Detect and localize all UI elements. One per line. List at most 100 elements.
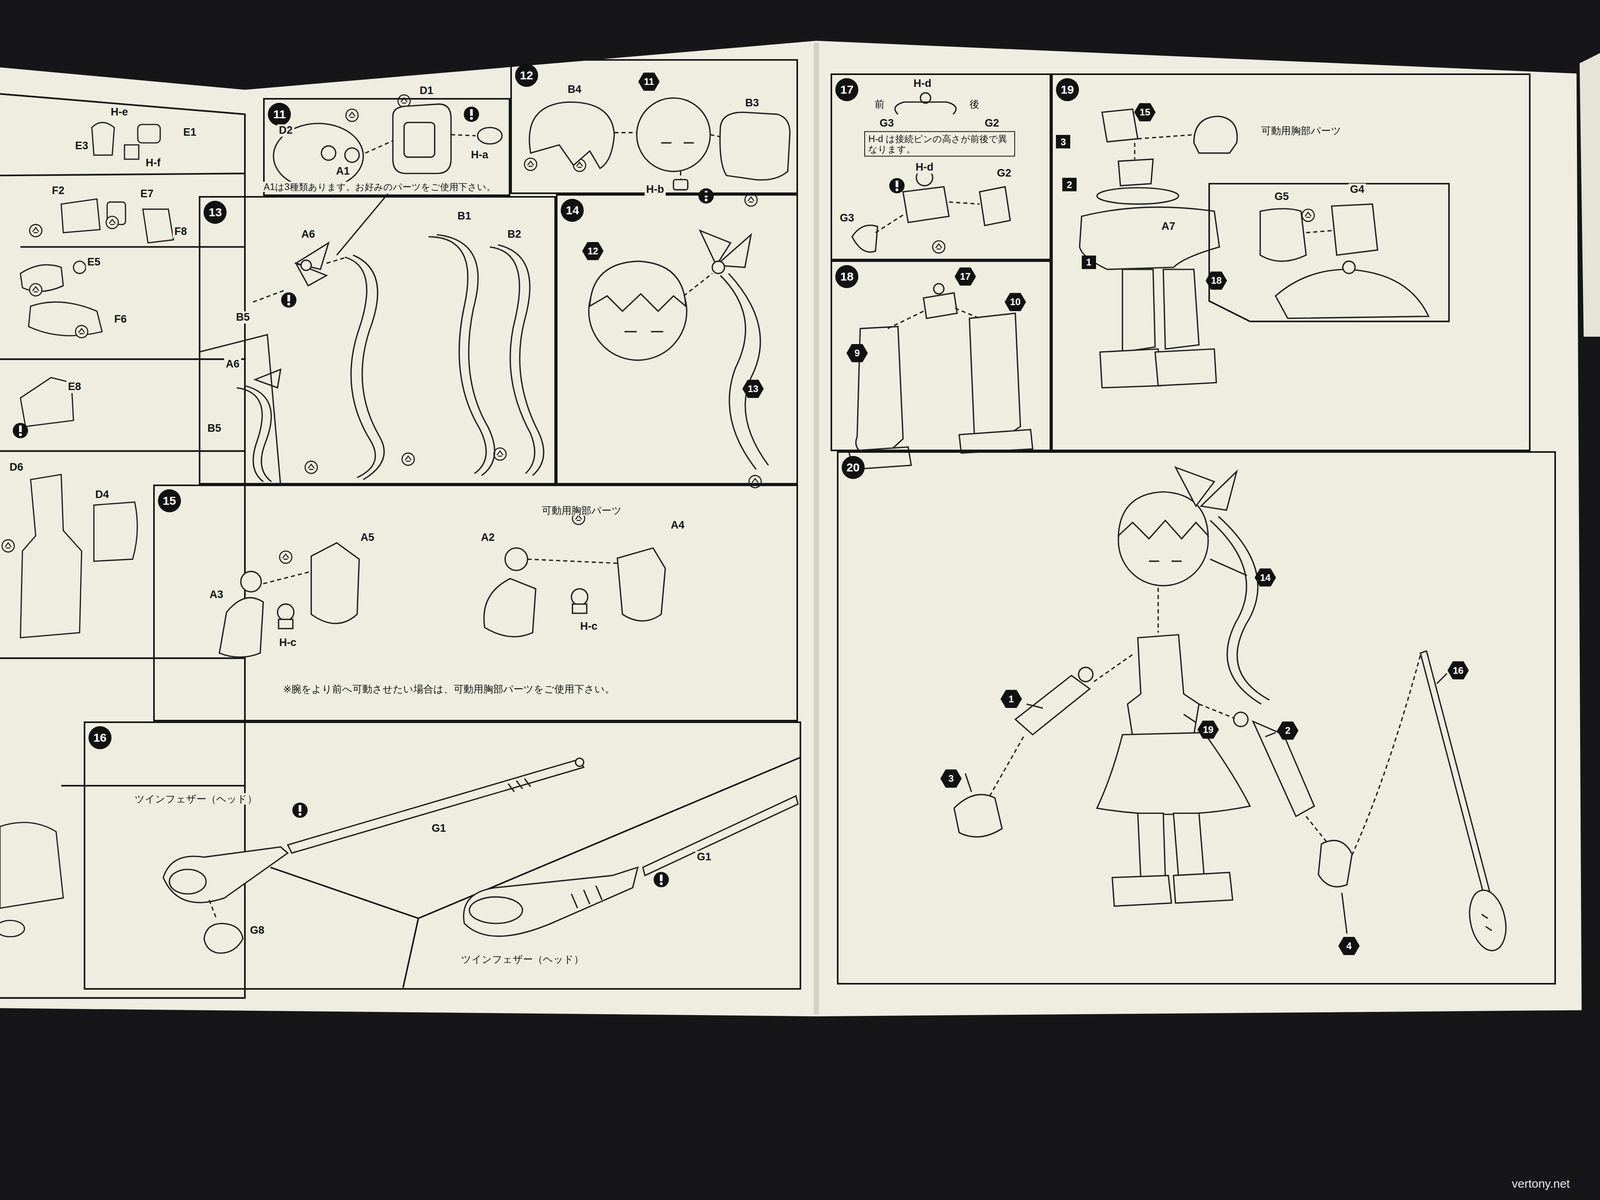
step-15-chest-parts <box>240 571 262 592</box>
callout-number: 14 <box>1254 568 1277 587</box>
step-16-twin-feather <box>209 900 217 919</box>
step-16-twin-feather <box>575 758 584 767</box>
paper-sheet <box>0 40 1600 1017</box>
part-label: G2 <box>982 117 1001 130</box>
step-17-hip <box>903 186 950 223</box>
caution-marks <box>889 178 905 194</box>
gate-marks <box>29 224 43 237</box>
caution-marks <box>292 802 308 818</box>
step-11-parts <box>273 123 364 189</box>
step-15-chest-parts <box>219 597 264 658</box>
step-20-figure <box>1112 875 1172 906</box>
part-label: D1 <box>418 84 436 97</box>
step-20-figure <box>1210 520 1262 704</box>
gate-marks <box>524 158 537 171</box>
step-11-parts <box>344 148 360 163</box>
step-14-head <box>712 261 725 274</box>
step-19-body <box>1101 109 1138 142</box>
left-page-parts <box>91 122 115 156</box>
part-label: A2 <box>479 531 497 545</box>
part-label: F2 <box>50 184 67 197</box>
part-label: B3 <box>743 96 761 110</box>
step-18-legs <box>887 308 980 329</box>
step-13-hair-parts <box>296 242 329 286</box>
part-label: G1 <box>695 850 713 864</box>
note-text: 後 <box>967 98 981 110</box>
gate-marks <box>744 194 758 207</box>
step-11-parts <box>477 127 502 144</box>
step-12-parts <box>719 112 790 181</box>
step-number: 18 <box>835 265 859 289</box>
part-label: G3 <box>878 117 896 130</box>
part-label: D2 <box>277 124 295 137</box>
paper-sheet <box>813 42 820 1015</box>
step-18-legs <box>969 313 1021 439</box>
note-text: ※腕をより前へ可動させたい場合は、可動用胸部パーツをご使用下さい。 <box>281 682 617 695</box>
part-label: D4 <box>93 488 111 502</box>
step-12-parts <box>614 132 721 180</box>
step-14-head <box>683 273 713 297</box>
step-19-body <box>1096 187 1179 204</box>
step-20-figure <box>1464 886 1512 954</box>
part-label: A6 <box>224 357 242 371</box>
step-20-figure <box>989 653 1421 856</box>
step-panel: 14 <box>555 194 798 485</box>
part-label: E8 <box>66 380 83 393</box>
step-20-figure <box>953 794 1002 837</box>
callout-number: 17 <box>954 267 977 286</box>
step-11-parts <box>321 146 336 161</box>
gate-marks <box>1 539 15 552</box>
step-18-legs <box>923 292 958 319</box>
step-16-twin-feather <box>571 885 602 909</box>
step-15-chest-parts <box>311 542 360 624</box>
step-12-parts <box>529 101 615 169</box>
step-13-hair-parts <box>489 246 535 474</box>
step-13-hair-parts <box>198 334 281 486</box>
left-page-parts <box>28 301 102 336</box>
gate-marks <box>1301 209 1315 222</box>
callout-number: 11 <box>638 72 660 91</box>
step-15-chest-parts <box>263 559 618 584</box>
step-20-figure <box>1173 813 1204 878</box>
left-page-parts <box>0 122 174 937</box>
part-label: E5 <box>85 255 102 269</box>
step-14-head <box>728 273 769 466</box>
left-page-parts <box>20 474 82 638</box>
step-13-hair-parts <box>244 385 272 482</box>
part-label: H-f <box>144 157 162 170</box>
step-17-hip <box>894 101 956 115</box>
step-13-hair-parts <box>498 244 544 476</box>
step-19-body <box>1118 159 1153 186</box>
gate-marks <box>305 461 318 474</box>
step-panel: 17 <box>830 73 1051 261</box>
step-19-body <box>1305 230 1332 233</box>
note-text: 可動用胸部パーツ <box>540 504 624 516</box>
step-20-figure <box>953 467 1512 954</box>
callout-number: 18 <box>1205 271 1227 290</box>
caution-marks <box>653 871 670 888</box>
step-17-hip <box>875 201 980 233</box>
callout-number: 2 <box>1276 721 1299 740</box>
callout-number: 19 <box>1197 720 1220 739</box>
step-number: 19 <box>1055 78 1079 102</box>
left-page-parts <box>137 124 161 143</box>
part-label: H-a <box>469 148 491 162</box>
step-13-hair-parts <box>336 194 389 256</box>
part-label: G2 <box>995 167 1013 180</box>
left-page-parts <box>124 144 139 160</box>
part-label: G5 <box>1273 190 1291 204</box>
step-number: 17 <box>835 78 859 102</box>
gate-marks <box>105 216 119 229</box>
step-19-body <box>1134 134 1194 160</box>
callout-number: 15 <box>1134 103 1156 122</box>
gate-marks <box>75 325 88 338</box>
step-19-body <box>1209 183 1449 322</box>
step-20-figure <box>1481 914 1493 931</box>
step-19-body <box>1100 348 1162 388</box>
part-label: H-d <box>913 161 935 174</box>
step-20-figure <box>1420 651 1491 899</box>
step-16-twin-feather <box>642 796 799 876</box>
step-15-chest-parts <box>277 603 294 621</box>
